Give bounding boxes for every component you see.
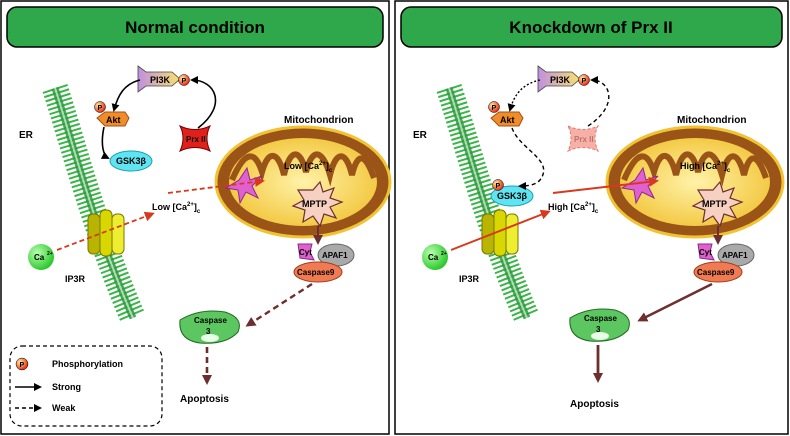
caspase3-right: Caspase 3 [569, 308, 630, 342]
prx-to-pi3k-weak-arrow [587, 76, 610, 127]
prx2-node-faded: Prx II [566, 124, 600, 153]
svg-text:High [Ca2+]c: High [Ca2+]c [548, 202, 599, 215]
svg-text:MPTP: MPTP [702, 199, 727, 209]
er-label: ER [19, 130, 34, 141]
svg-text:APAF1: APAF1 [722, 251, 748, 260]
svg-text:Akt: Akt [500, 115, 515, 125]
svg-text:Prx II: Prx II [574, 135, 594, 144]
svg-text:3: 3 [206, 327, 211, 336]
svg-text:Caspase9: Caspase9 [297, 268, 335, 277]
svg-text:Caspase9: Caspase9 [697, 268, 735, 277]
legend: P Phosphorylation Strong Weak [9, 345, 163, 427]
akt-to-gsk-weak-arrow [511, 127, 545, 190]
svg-text:Prx II: Prx II [186, 135, 206, 144]
apoptosis-label-left: Apoptosis [180, 394, 229, 405]
calcium-ion [28, 244, 54, 270]
cytochrome-c-right [697, 243, 715, 261]
akt-node: Akt P [94, 101, 130, 127]
svg-text:P: P [20, 362, 25, 369]
svg-text:2+: 2+ [441, 251, 447, 257]
mitochondrion-label: Mitochondrion [284, 115, 353, 126]
right-content: ER Ca 2+ IP3R PI3K P Akt P GSK3β P [413, 65, 785, 410]
mptp-pore [291, 180, 344, 228]
svg-text:P: P [496, 183, 501, 190]
mitochondrion-left [214, 125, 392, 239]
caspase3-left: Caspase 3 [179, 310, 240, 344]
er-membrane-right [436, 84, 539, 324]
svg-text:GSK3β: GSK3β [116, 156, 147, 166]
mito-uniporter [224, 166, 263, 205]
svg-text:High [Ca2+]c: High [Ca2+]c [680, 161, 731, 174]
svg-text:GSK3β: GSK3β [497, 191, 528, 201]
ip3r-channel [87, 209, 125, 257]
title-knockdown: Knockdown of Prx II [509, 18, 672, 37]
header-normal [6, 6, 384, 48]
svg-text:P: P [582, 78, 587, 85]
svg-text:Caspase: Caspase [194, 316, 227, 325]
svg-text:Cyt: Cyt [299, 248, 312, 257]
svg-text:2+: 2+ [47, 251, 53, 257]
pi3k-node-right: PI3K P [537, 65, 590, 93]
svg-text:P: P [182, 78, 187, 85]
ip3r-label: IP3R [65, 274, 86, 284]
svg-text:Ca: Ca [428, 253, 439, 262]
calcium-ion-label: Ca [34, 253, 45, 262]
svg-text:IP3R: IP3R [459, 274, 480, 284]
svg-text:Akt: Akt [106, 115, 121, 125]
prx-to-pi3k-arrow [190, 76, 217, 129]
title-normal: Normal condition [125, 18, 265, 37]
svg-text:MPTP: MPTP [302, 199, 327, 209]
cytochrome-c [297, 243, 315, 261]
legend-phosphorylation-icon [15, 357, 29, 371]
svg-text:Caspase: Caspase [584, 314, 617, 323]
pi3k-to-akt-weak-arrow [507, 79, 541, 112]
svg-text:P: P [98, 105, 103, 112]
svg-text:Cyt: Cyt [699, 248, 712, 257]
cyto-calcium-label: Low [Ca2+]c [152, 202, 201, 215]
apoptosis-label-right: Apoptosis [570, 399, 619, 410]
legend-strong: Strong [52, 382, 81, 392]
legend-phosphorylation: Phosphorylation [52, 359, 123, 369]
svg-text:PI3K: PI3K [150, 75, 171, 85]
legend-weak: Weak [52, 403, 76, 413]
calcium-efflux-arrow [56, 211, 155, 251]
left-content: ER Ca 2+ IP3R PI3K P Akt P GS [9, 65, 392, 427]
svg-text:PI3K: PI3K [550, 75, 571, 85]
caspase9-right [693, 261, 743, 283]
casp9-to-casp3-arrow [245, 282, 313, 327]
casp9-to-casp3-arrow-right [637, 282, 713, 322]
calcium-efflux-arrow-right [450, 209, 551, 251]
svg-text:Mitochondrion: Mitochondrion [677, 115, 746, 126]
header-knockdown [400, 6, 783, 48]
prx2-node: Prx II [178, 124, 212, 153]
mptp-pore-right [691, 180, 744, 228]
mito-uniporter-right [620, 166, 659, 205]
mito-calcium-label: Low [Ca2+]c [284, 161, 333, 174]
pi3k-to-akt-arrow [111, 79, 141, 112]
svg-text:P: P [492, 105, 497, 112]
er-label-right: ER [413, 130, 428, 141]
svg-text:3: 3 [596, 325, 601, 334]
gsk3b-node: GSK3β [109, 150, 153, 172]
er-membrane-left [42, 84, 145, 324]
calcium-ion-right [422, 244, 448, 270]
calcium-to-mito-arrow-right [552, 176, 659, 194]
ip3r-channel-right [481, 209, 519, 257]
akt-node-right: Akt P [488, 101, 524, 127]
svg-text:APAF1: APAF1 [322, 251, 348, 260]
pi3k-node: PI3K P [137, 65, 190, 93]
caspase9 [293, 261, 343, 283]
akt-to-gsk-arrow [100, 126, 110, 159]
gsk3b-node-right: GSK3β P [490, 179, 534, 207]
